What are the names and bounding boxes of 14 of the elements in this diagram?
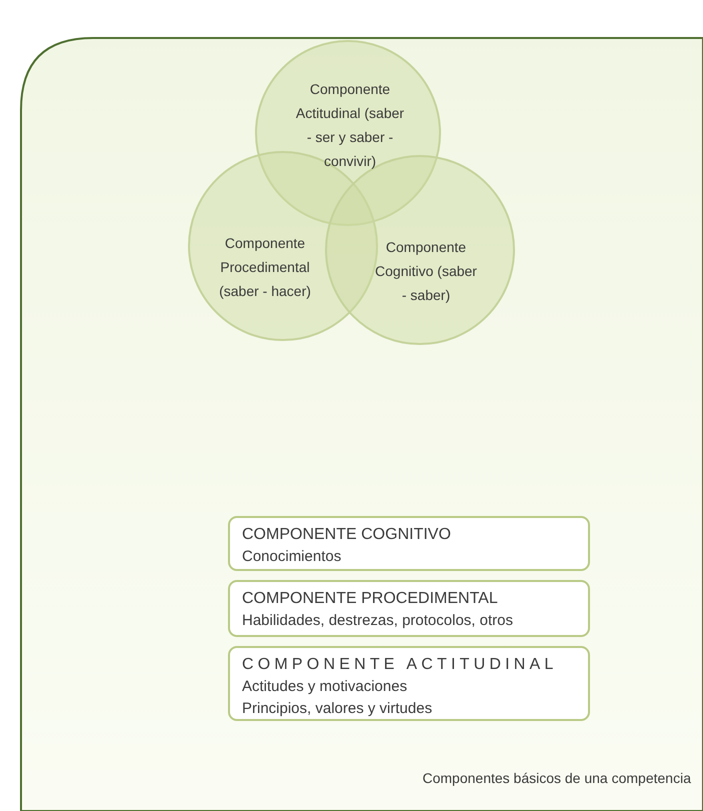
text-box: [228, 580, 590, 637]
text-box: [228, 646, 590, 721]
circle-label: Componente Actitudinal (saber - ser y saber - convivir): [294, 80, 406, 171]
box-text: Habilidades, destrezas, protocolos, otros: [242, 611, 514, 631]
circle-label: Componente Procedimental (saber - hacer): [218, 234, 312, 301]
text-box: [228, 516, 590, 571]
box-heading: COMPONENTE PROCEDIMENTAL: [242, 589, 499, 609]
box-heading: COMPONENTE ACTITUDINAL: [242, 655, 559, 675]
caption: Componentes básicos de una competencia: [422, 770, 691, 786]
box-text: Conocimientos: [242, 547, 342, 567]
box-text: Actitudes y motivaciones: [242, 677, 408, 697]
box-heading: COMPONENTE COGNITIVO: [242, 525, 452, 545]
box-text: Principios, valores y virtudes: [242, 699, 434, 719]
circle-label: Componente Cognitivo (saber - saber): [374, 238, 478, 305]
